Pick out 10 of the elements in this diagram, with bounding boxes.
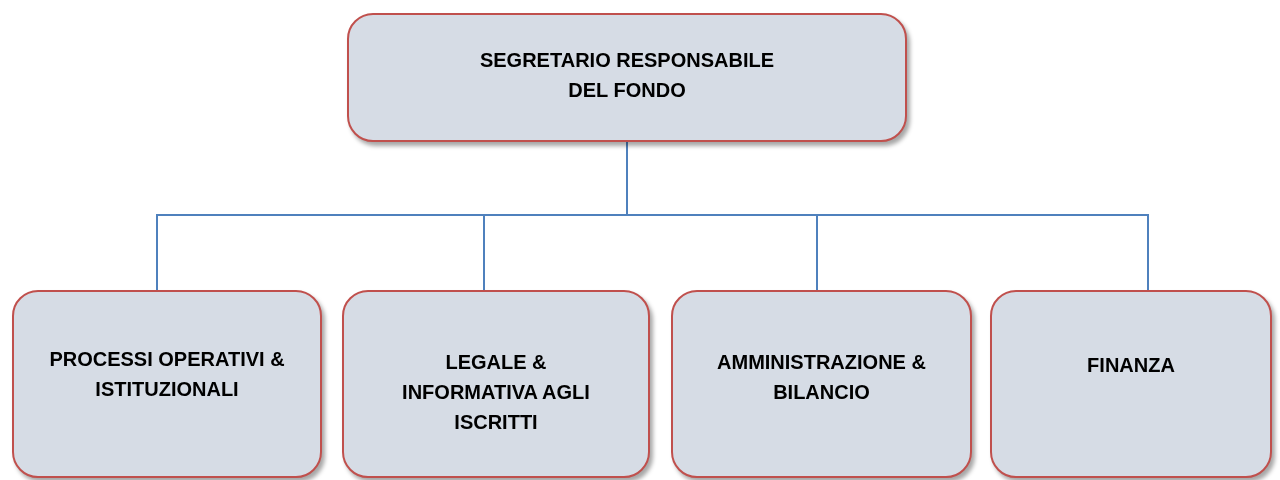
org-box [671, 290, 972, 478]
org-box [990, 290, 1272, 478]
role-label: SEGRETARIO RESPONSABILE DEL FONDO [478, 48, 776, 103]
role-label: FINANZA [1086, 353, 1176, 378]
role-label: AMMINISTRAZIONE & BILANCIO [716, 350, 927, 405]
org-box [12, 290, 322, 478]
role-label: PROCESSI OPERATIVI & ISTITUZIONALI [48, 347, 286, 402]
org-box [347, 13, 907, 142]
org-box [342, 290, 650, 478]
role-label: LEGALE & INFORMATIVA AGLI ISCRITTI [401, 350, 591, 435]
